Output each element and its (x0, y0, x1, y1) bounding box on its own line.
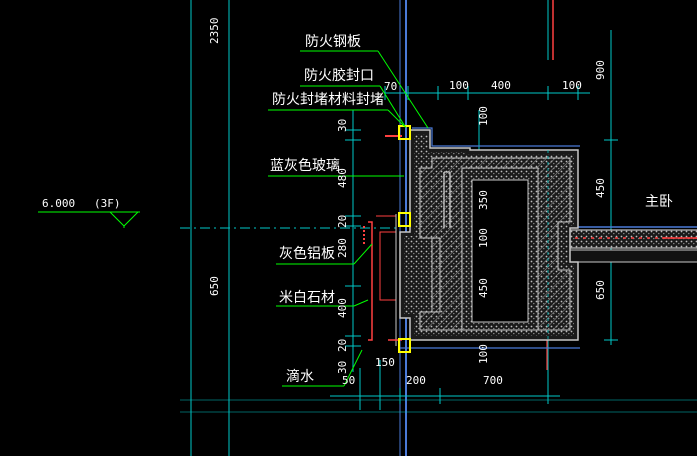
dim-2350: 2350 (208, 18, 221, 45)
dim-r-450: 450 (594, 178, 607, 198)
label-fire-sealing-material: 防火封堵材料封堵 (272, 92, 384, 108)
dim-30-top: 30 (336, 119, 349, 132)
leader-lines (268, 50, 429, 387)
dimension-lines (180, 20, 697, 413)
floor-tag: (3F) (94, 197, 121, 210)
dim-650-left: 650 (208, 276, 221, 296)
dim-in-350: 350 (477, 190, 490, 210)
dim-150: 150 (375, 356, 395, 369)
beam-section (399, 127, 580, 349)
label-fire-sealant: 防火胶封口 (304, 67, 374, 84)
dim-100-a: 100 (449, 79, 469, 92)
dim-30-bot: 30 (336, 361, 349, 374)
dim-in-100-top: 100 (477, 106, 490, 126)
facade-cladding (363, 135, 402, 346)
level-marker (38, 211, 140, 228)
dim-400: 400 (336, 298, 349, 318)
dim-r-900: 900 (594, 60, 607, 80)
dim-in-450: 450 (477, 278, 490, 298)
dim-200: 200 (406, 374, 426, 387)
dim-in-100-bot: 100 (477, 344, 490, 364)
dim-400-top: 400 (491, 79, 511, 92)
label-off-white-stone: 米白石材 (279, 290, 335, 306)
label-fire-steel-plate: 防火钢板 (305, 34, 361, 50)
dim-100-b: 100 (562, 79, 582, 92)
floor-slab (568, 226, 697, 263)
dim-480: 480 (336, 168, 349, 188)
floor-level-value: 6.000 (42, 197, 75, 210)
dim-20-bot: 20 (336, 339, 349, 352)
label-drip: 滴水 (286, 368, 314, 385)
label-gray-aluminum-panel: 灰色铝板 (279, 245, 335, 262)
dim-20-mid: 20 (336, 215, 349, 228)
dim-700: 700 (483, 374, 503, 387)
dim-50: 50 (342, 374, 355, 387)
dim-280: 280 (336, 238, 349, 258)
dim-r-650: 650 (594, 280, 607, 300)
dim-in-100-mid: 100 (477, 228, 490, 248)
label-master-bedroom: 主卧 (645, 194, 673, 210)
label-blue-gray-glass: 蓝灰色玻璃 (270, 157, 340, 174)
dim-70: 70 (384, 80, 397, 93)
